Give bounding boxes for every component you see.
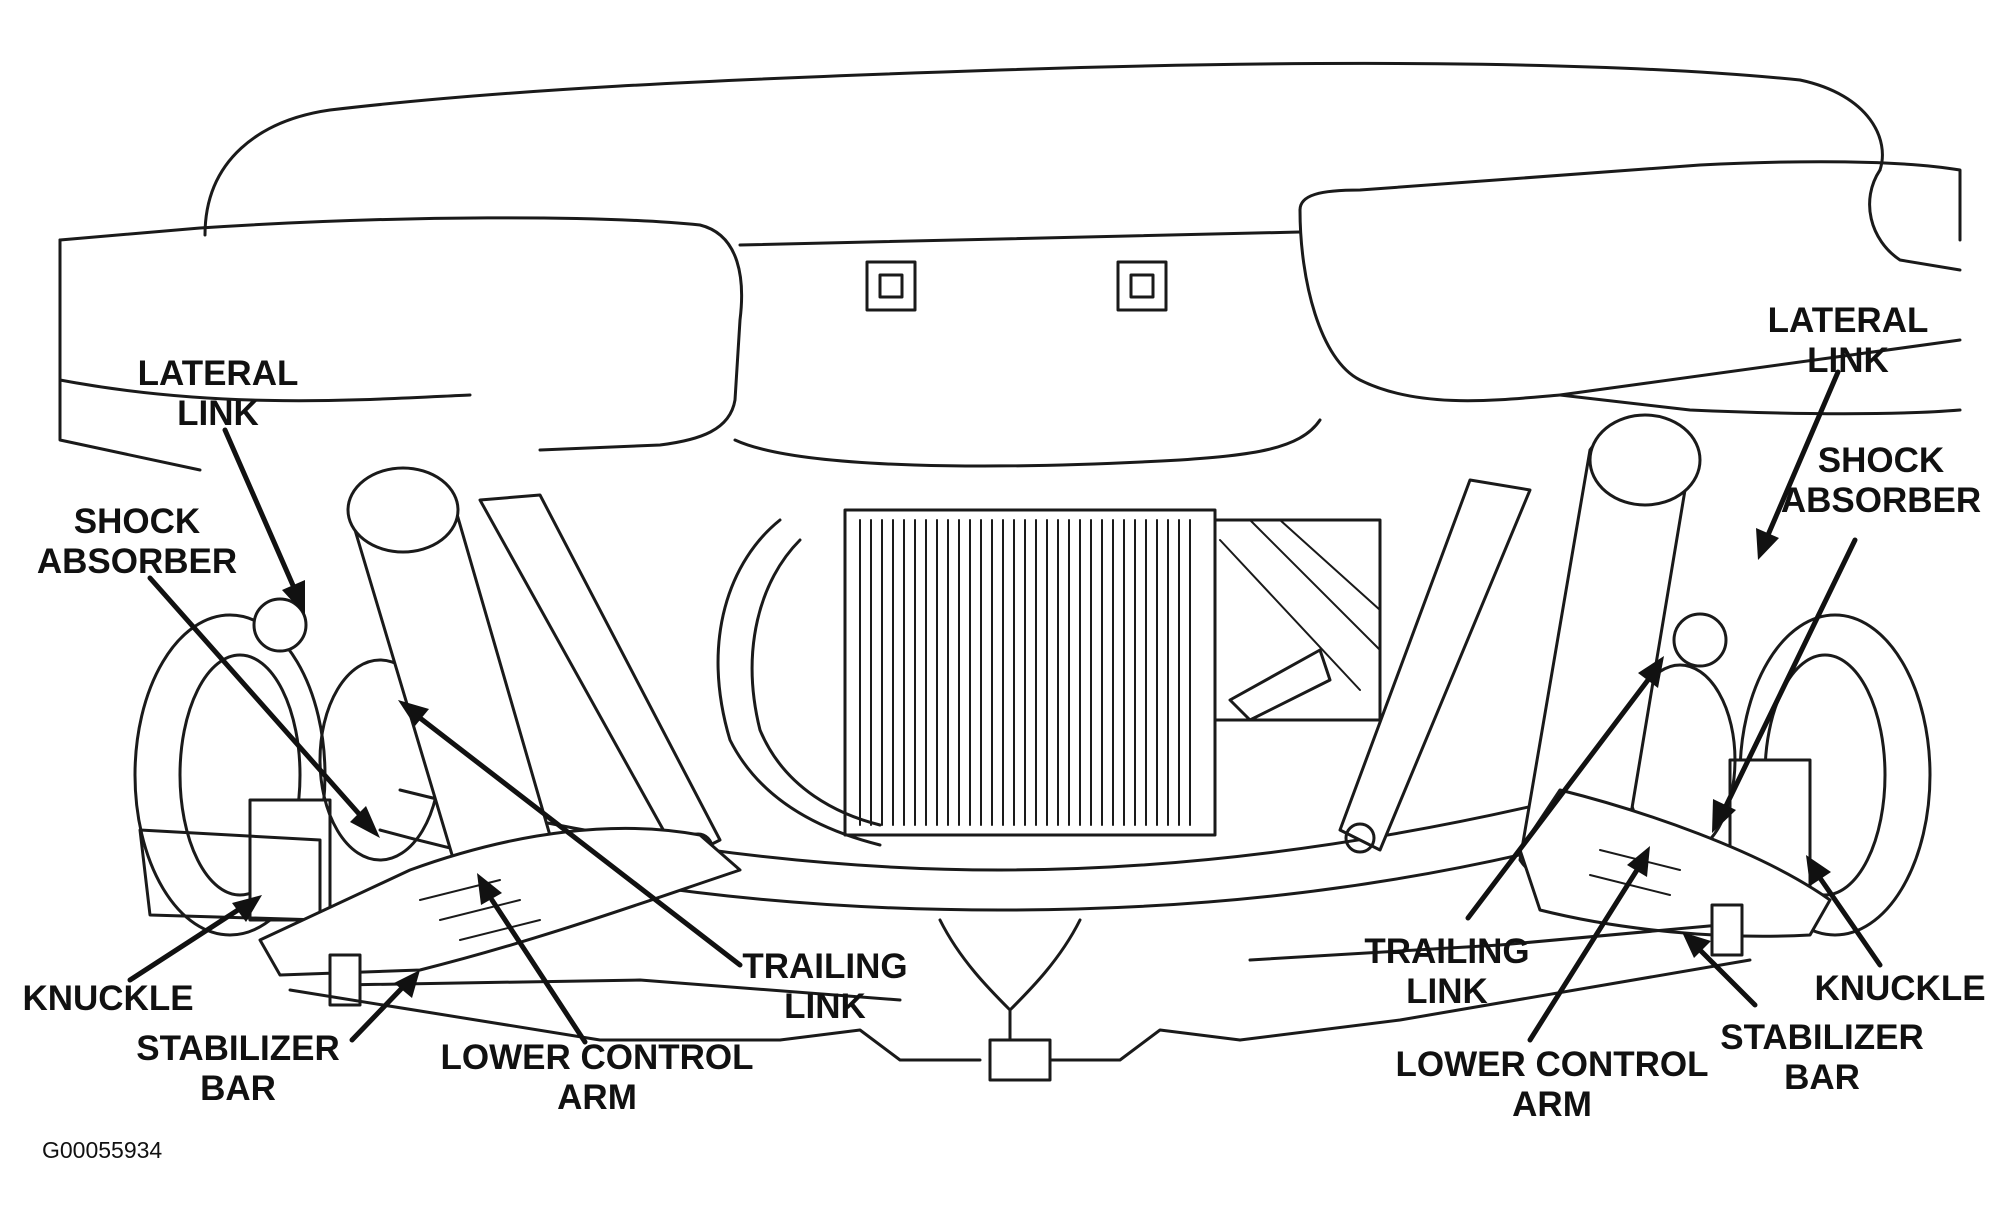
label-left-lateral-link-1: LATERAL — [138, 354, 299, 393]
leader-left-trailing-link — [417, 715, 743, 968]
label-right-trailing-link-1: TRAILING — [1364, 932, 1529, 971]
leader-left-lateral-link — [222, 427, 298, 593]
label-right-lower-control-arm-2: ARM — [1512, 1085, 1592, 1124]
left-shock-absorber — [346, 466, 562, 920]
leader-right-shock-absorber — [1722, 537, 1858, 811]
label-left-stabilizer-bar-2: BAR — [200, 1069, 276, 1108]
center-cooler — [716, 508, 1382, 847]
vehicle-body-outline — [58, 61, 1962, 472]
label-left-shock-absorber-1: SHOCK — [74, 502, 200, 541]
leader-right-lower-control-arm — [1527, 867, 1640, 1043]
label-left-stabilizer-bar-1: STABILIZER — [136, 1029, 340, 1068]
leader-left-stabilizer-bar — [349, 985, 405, 1043]
label-right-knuckle: KNUCKLE — [1814, 969, 1985, 1008]
right-trailing-link — [1338, 478, 1532, 854]
leader-arrows — [127, 369, 1883, 1045]
label-left-trailing-link-1: TRAILING — [742, 947, 907, 986]
callout-labels: LATERAL LINK SHOCK ABSORBER KNUCKLE STAB… — [22, 301, 1985, 1124]
right-wheel-assembly — [1623, 612, 1932, 937]
right-shock-absorber — [1518, 413, 1702, 892]
leader-left-shock-absorber — [147, 575, 363, 818]
label-right-lower-control-arm-1: LOWER CONTROL — [1395, 1045, 1708, 1084]
leader-right-trailing-link — [1465, 677, 1651, 921]
leader-left-knuckle — [127, 907, 241, 983]
leader-left-lower-control-arm — [489, 897, 588, 1045]
label-left-shock-absorber-2: ABSORBER — [37, 542, 237, 581]
label-left-trailing-link-2: LINK — [784, 987, 866, 1026]
right-lower-control-arm — [1518, 788, 1832, 938]
label-left-knuckle: KNUCKLE — [22, 979, 193, 1018]
label-left-lower-control-arm-1: LOWER CONTROL — [440, 1038, 753, 1077]
exhaust-pipes — [288, 918, 1752, 1082]
label-left-lower-control-arm-2: ARM — [557, 1078, 637, 1117]
left-lower-control-arm — [258, 826, 742, 977]
leader-right-stabilizer-bar — [1697, 947, 1758, 1008]
right-stabilizer-bar — [1248, 903, 1744, 962]
label-right-shock-absorber-1: SHOCK — [1818, 441, 1944, 480]
label-right-lateral-link-1: LATERAL — [1768, 301, 1929, 340]
label-right-stabilizer-bar-1: STABILIZER — [1720, 1018, 1924, 1057]
label-right-lateral-link-2: LINK — [1807, 341, 1889, 380]
leader-right-knuckle — [1817, 875, 1883, 968]
figure-code: G00055934 — [42, 1137, 162, 1163]
label-right-stabilizer-bar-2: BAR — [1784, 1058, 1860, 1097]
label-right-shock-absorber-2: ABSORBER — [1781, 481, 1981, 520]
leader-right-lateral-link — [1765, 369, 1841, 538]
left-wheel-assembly — [133, 597, 442, 937]
label-left-lateral-link-2: LINK — [177, 394, 259, 433]
left-stabilizer-bar — [328, 953, 902, 1007]
label-right-trailing-link-2: LINK — [1406, 972, 1488, 1011]
